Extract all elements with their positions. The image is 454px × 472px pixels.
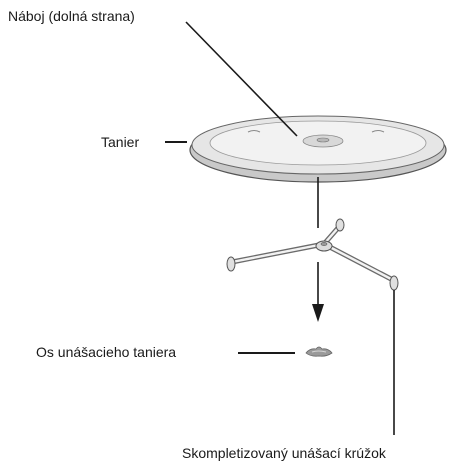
hub-leader-line [185, 21, 298, 137]
glass-plate [189, 115, 447, 183]
hub-label: Náboj (dolná strana) [8, 8, 135, 24]
roller-ring-label: Skompletizovaný unášací krúžok [182, 445, 386, 461]
roller-ring [226, 218, 399, 291]
shaft-label: Os unášacieho taniera [36, 344, 177, 360]
ring-to-shaft-arrow-head [312, 304, 324, 322]
coupler-shaft [305, 346, 333, 357]
plate-label: Tanier [101, 134, 140, 150]
